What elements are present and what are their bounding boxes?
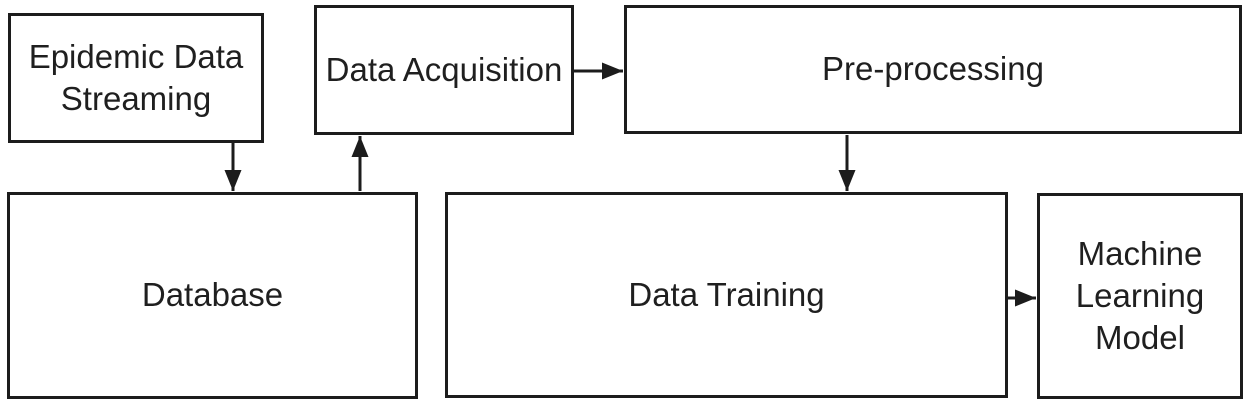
node-data-acquisition-label: Data Acquisition — [325, 50, 563, 88]
node-database: Database — [7, 192, 418, 399]
node-machine-learning-model: Machine Learning Model — [1037, 193, 1243, 399]
node-epidemic-data-streaming: Epidemic Data Streaming — [8, 13, 264, 143]
node-data-training: Data Training — [445, 192, 1008, 398]
node-database-label: Database — [141, 276, 284, 314]
node-data-training-label: Data Training — [628, 275, 825, 313]
node-machine-learning-model-label: Machine Learning Model — [1075, 234, 1205, 357]
node-epidemic-data-streaming-label: Epidemic Data Streaming — [28, 37, 244, 117]
node-pre-processing-label: Pre-processing — [822, 50, 1044, 88]
node-pre-processing: Pre-processing — [624, 5, 1242, 134]
node-data-acquisition: Data Acquisition — [314, 5, 574, 135]
